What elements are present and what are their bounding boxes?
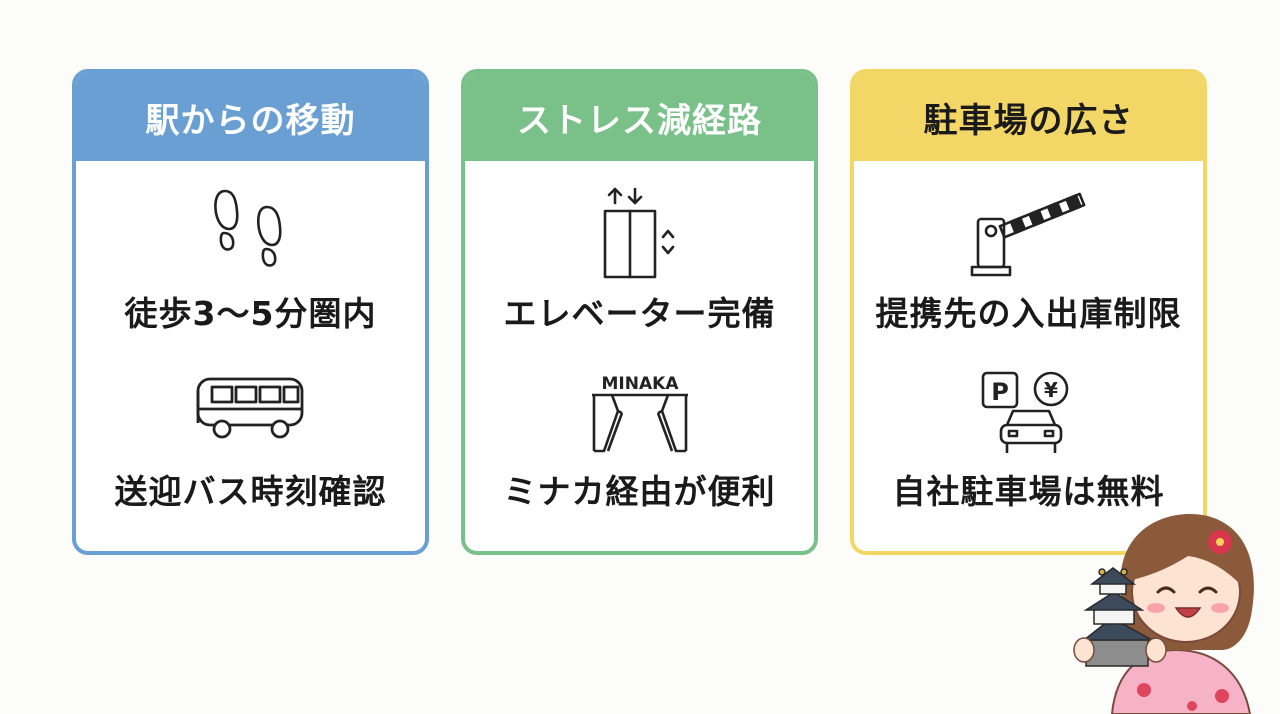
parking-barrier-icon [964,185,1094,279]
card-parking-size: 駐車場の広さ 提携先の入出庫制限 [850,69,1207,555]
card-title: 駅からの移動 [76,73,425,161]
card-title: ストレス減経路 [465,73,814,161]
item-label: 送迎バス時刻確認 [114,472,387,511]
minaka-gate-icon: MINAKA [588,371,692,455]
yen-text: ¥ [1044,378,1058,402]
minaka-sign-text: MINAKA [601,374,679,394]
footprints-icon [211,185,291,277]
card-station-access: 駅からの移動 徒歩3〜5分圏内 送迎バス時刻確認 [72,69,429,555]
item-label: ミナカ経由が便利 [503,472,776,511]
item-label: 提携先の入出庫制限 [875,294,1182,333]
parking-fee-icon: P ¥ [979,371,1079,457]
card-low-stress-route: ストレス減経路 エレベーター完備 MINAKA [461,69,818,555]
mascot-girl-with-castle-illustration [1072,500,1280,714]
item-label: 自社駐車場は無料 [892,472,1165,511]
bus-icon [194,371,308,445]
elevator-icon [595,185,685,283]
parking-p-text: P [991,378,1009,406]
item-label: 徒歩3〜5分圏内 [124,294,377,333]
item-label: エレベーター完備 [503,294,776,333]
card-title: 駐車場の広さ [854,73,1203,161]
